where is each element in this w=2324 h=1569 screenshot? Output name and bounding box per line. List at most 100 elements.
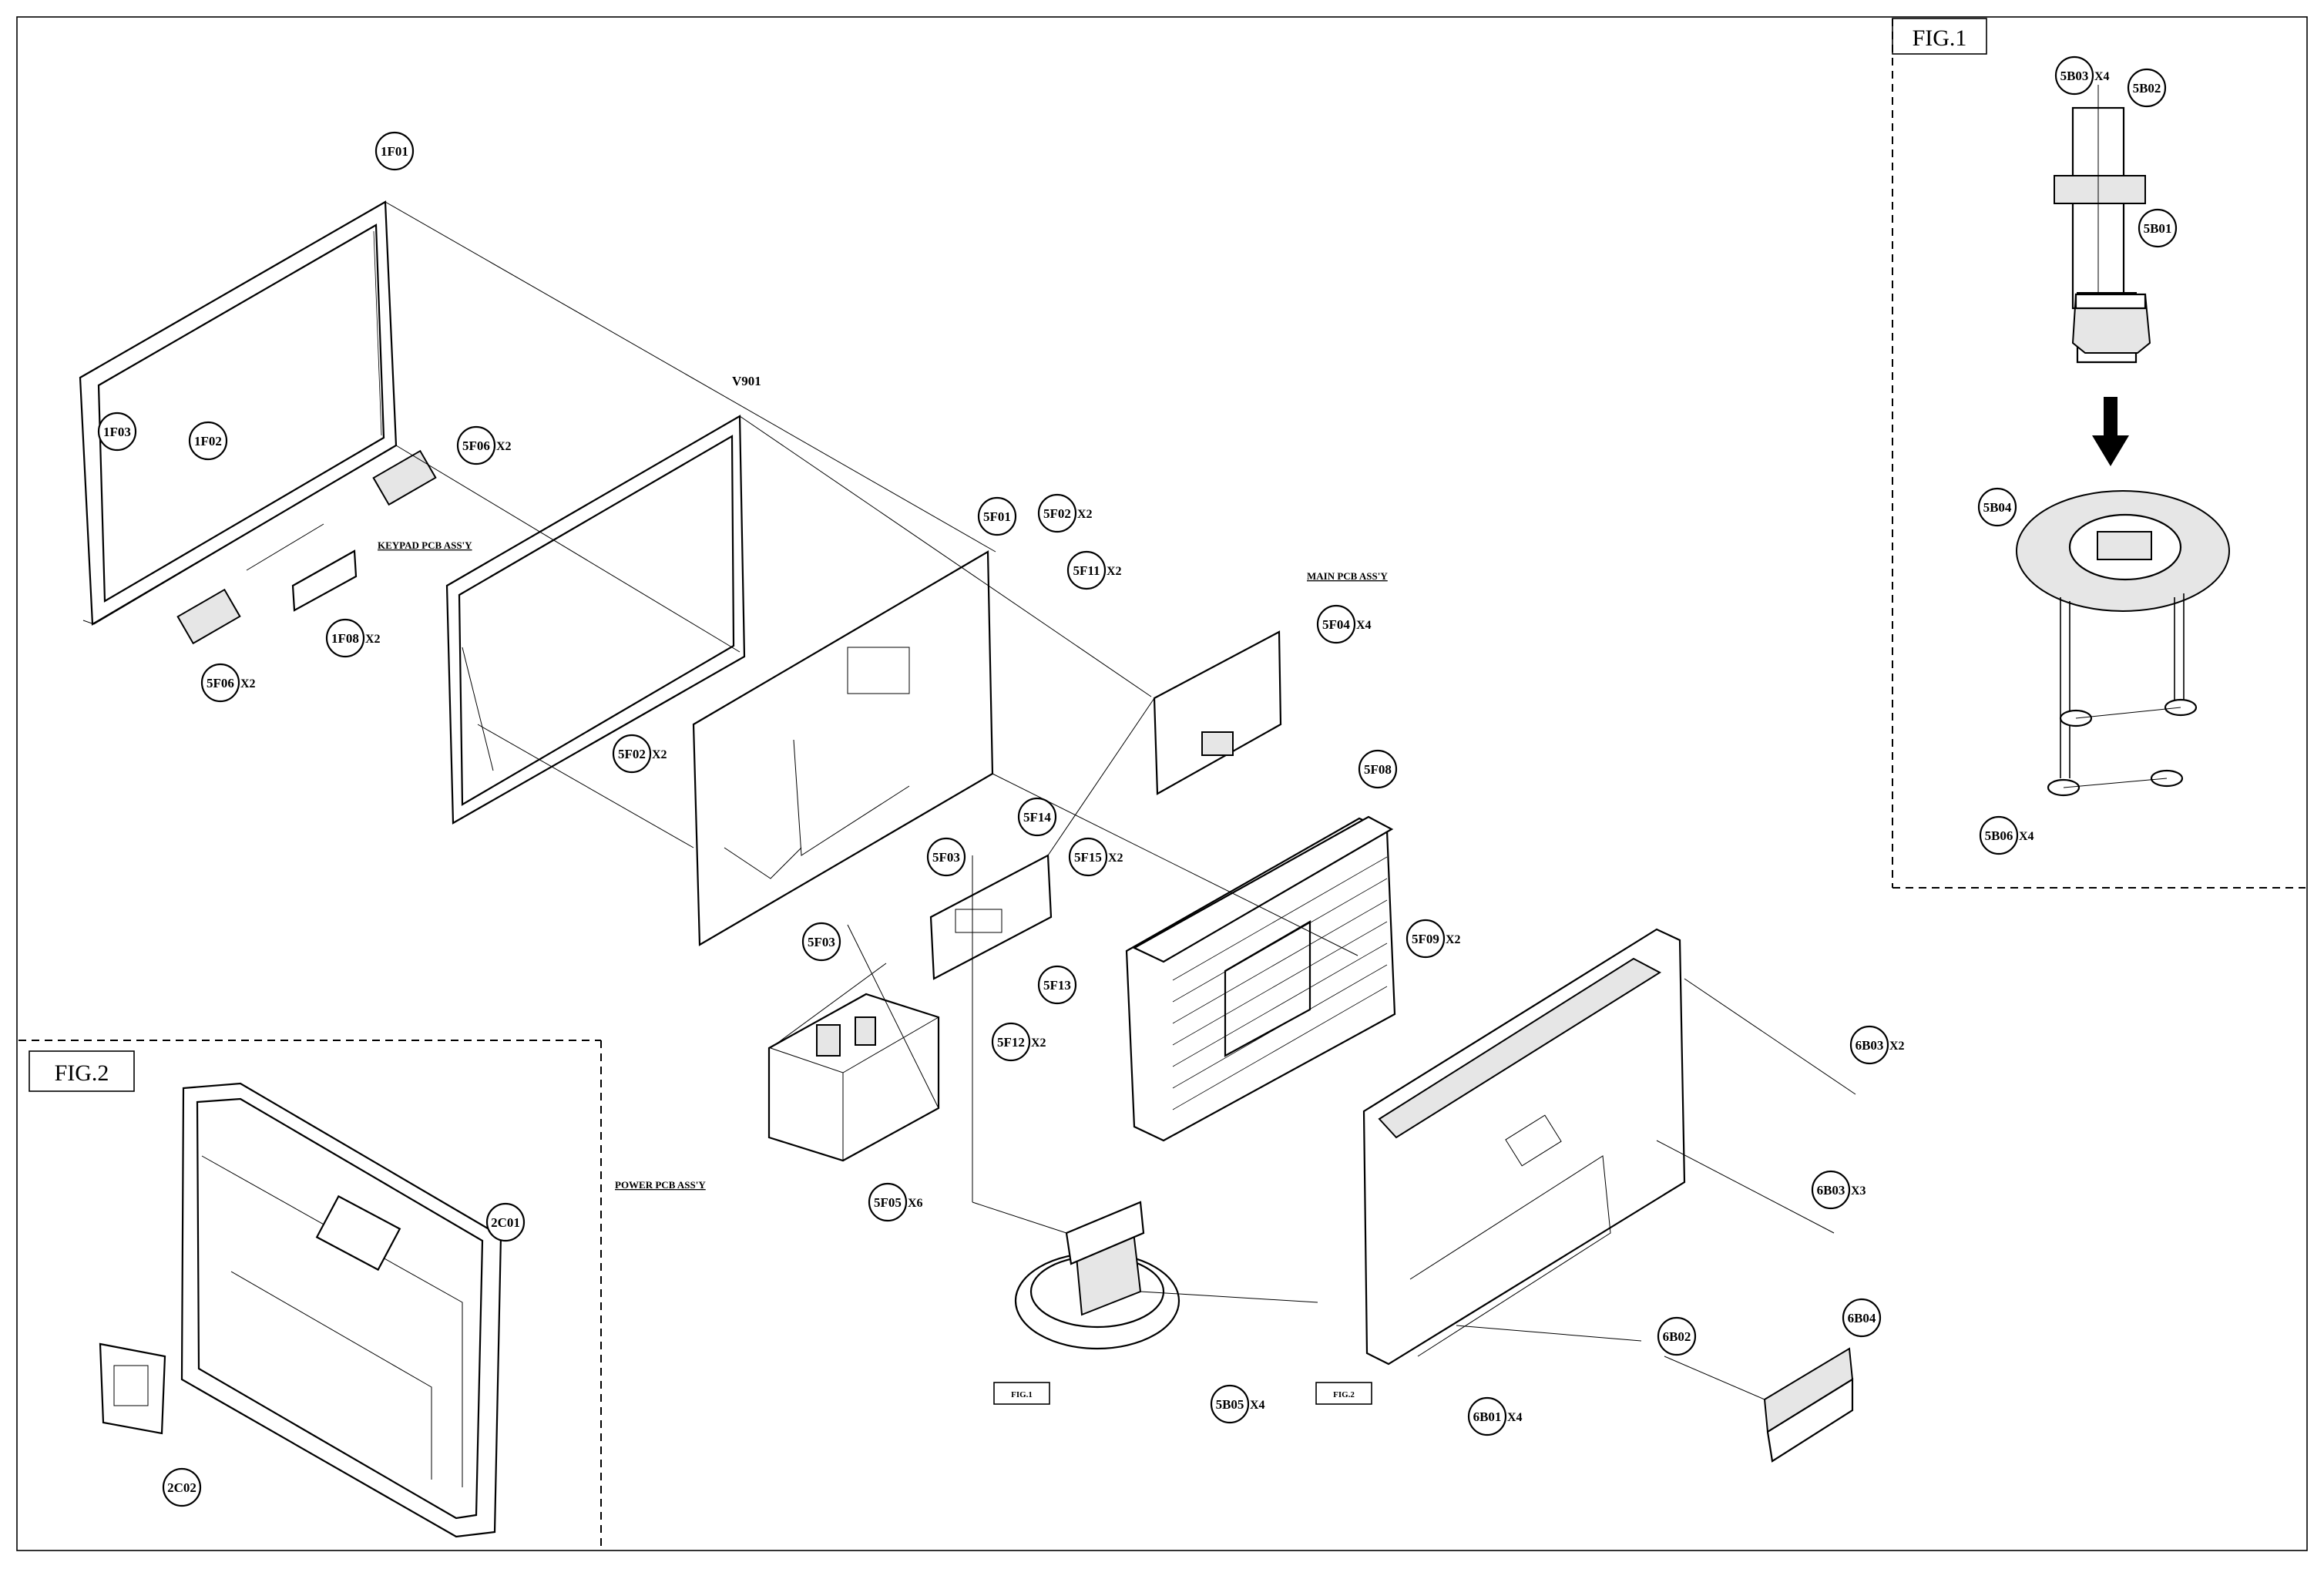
callout-circle: [2138, 208, 2178, 248]
callout-circle: [1316, 604, 1356, 644]
callout-multiplier: X2: [1108, 852, 1123, 865]
rear-cabinet-inner: [180, 1082, 502, 1538]
leader-lines: [385, 201, 1856, 1400]
callout-id: 1F03: [103, 425, 131, 439]
callout-circle: [374, 131, 415, 171]
callout-circle: [456, 425, 496, 465]
callout-circle: [2127, 68, 2167, 108]
fig2-label: FIG.2: [55, 1060, 109, 1086]
callout-circle: [991, 1022, 1031, 1062]
callout-multiplier: X4: [1250, 1399, 1265, 1412]
callout-id: 5B06: [1985, 828, 2013, 843]
callout-circle: [1977, 487, 2017, 527]
callout-id: 5B01: [2144, 221, 2172, 236]
callout-multiplier: X2: [496, 440, 512, 453]
callout-id: 5B03: [2060, 69, 2089, 83]
callout-id: 5F05: [874, 1195, 902, 1210]
small-bracket: [99, 1342, 166, 1435]
callout-circle: [325, 618, 365, 658]
callout-id: 6B04: [1848, 1311, 1876, 1325]
assembly-labels: KEYPAD PCB ASS'Y MAIN PCB ASS'Y POWER PC…: [378, 374, 1388, 1191]
rear-cover: [1362, 928, 1686, 1366]
sheet-border: [16, 16, 2308, 1551]
panel-label: V901: [732, 374, 761, 388]
callout-id: 5B04: [1983, 500, 2012, 515]
callout-id: 5F06: [462, 438, 490, 453]
callout-multiplier: X3: [1851, 1184, 1866, 1198]
stand-assembly: [1014, 1201, 1318, 1350]
callout-multiplier: X2: [1107, 565, 1122, 578]
callout-id: 5F02: [618, 747, 646, 761]
callout-multiplier: X2: [1031, 1036, 1046, 1050]
callout-id: 5F02: [1043, 506, 1071, 521]
callout-id: 2C02: [167, 1480, 196, 1495]
callout-circle: [1358, 749, 1398, 789]
callout-id: 6B03: [1817, 1183, 1845, 1198]
down-arrow-icon: [2092, 397, 2129, 466]
callout-circle: [868, 1182, 908, 1222]
reference-tags: FIG.1 FIG.2: [993, 1382, 1372, 1405]
fig2-inset: FIG.2: [18, 1040, 602, 1549]
callout-circle: [1210, 1384, 1250, 1424]
callout-circle: [977, 496, 1017, 536]
callout-id: 5F09: [1412, 932, 1439, 946]
front-bezel: [79, 200, 398, 626]
callout-multiplier: X4: [2094, 70, 2110, 83]
power-pcb-label: POWER PCB ASS'Y: [615, 1179, 706, 1191]
callout-circle: [1066, 550, 1107, 590]
callout-multiplier: X6: [908, 1197, 923, 1210]
callout-id: 5B02: [2133, 81, 2161, 96]
callout-id: 5F01: [983, 509, 1011, 524]
callout-circle: [188, 421, 228, 461]
callout-circle: [612, 734, 652, 774]
callout-circle: [1405, 919, 1446, 959]
callout-id: 5F14: [1023, 810, 1051, 825]
callout-circle: [2054, 55, 2094, 96]
callout-id: 5F03: [808, 935, 835, 949]
callout-circle: [1037, 965, 1077, 1005]
callout-circle: [1811, 1170, 1851, 1210]
callout-circle: [1979, 815, 2019, 855]
callout-id: 1F01: [381, 144, 408, 159]
callout-id: 1F08: [331, 631, 359, 646]
callout-circle: [485, 1202, 526, 1242]
callout-multiplier: X4: [1507, 1411, 1523, 1424]
callout-id: 5F03: [932, 850, 960, 865]
callout-id: 5F15: [1074, 850, 1102, 865]
callout-circle: [801, 922, 841, 962]
sub-bracket: [929, 854, 1053, 980]
callout-circle: [162, 1467, 202, 1507]
keypad-parts: [176, 449, 437, 645]
callout-multiplier: X2: [1077, 508, 1093, 521]
callout-id: 5F06: [207, 676, 234, 690]
callout-multiplier: X2: [365, 633, 381, 646]
stand-base: [2016, 490, 2230, 797]
callout-circle: [926, 837, 966, 877]
callout-circle: [200, 663, 240, 703]
main-pcb-label: MAIN PCB ASS'Y: [1307, 570, 1388, 582]
power-pcb: [767, 993, 940, 1162]
callout-multiplier: X4: [2019, 830, 2034, 843]
stand-neck: [2071, 293, 2151, 354]
callout-multiplier: X2: [1889, 1040, 1905, 1053]
callout-id: 5F11: [1073, 563, 1100, 578]
rear-shield: [1125, 815, 1396, 1142]
callout-circle: [1068, 837, 1108, 877]
callout-id: 1F02: [194, 434, 222, 449]
callout-id: 6B02: [1663, 1329, 1691, 1344]
callout-circle: [1017, 797, 1057, 837]
callout-circle: [1657, 1316, 1697, 1356]
callout-circle: [1849, 1025, 1889, 1065]
callout-id: 5F08: [1364, 762, 1392, 777]
fig1-label: FIG.1: [1913, 25, 1967, 51]
callout-id: 6B01: [1473, 1409, 1502, 1424]
callout-circle: [1467, 1396, 1507, 1436]
callout-circle: [1037, 493, 1077, 533]
fig1-inset: FIG.1: [1892, 18, 2306, 889]
callout-id: 5F04: [1322, 617, 1350, 632]
callout-multiplier: X2: [1446, 933, 1461, 946]
callout-id: 2C01: [491, 1215, 520, 1230]
fig2-tag: FIG.2: [1333, 1390, 1355, 1399]
